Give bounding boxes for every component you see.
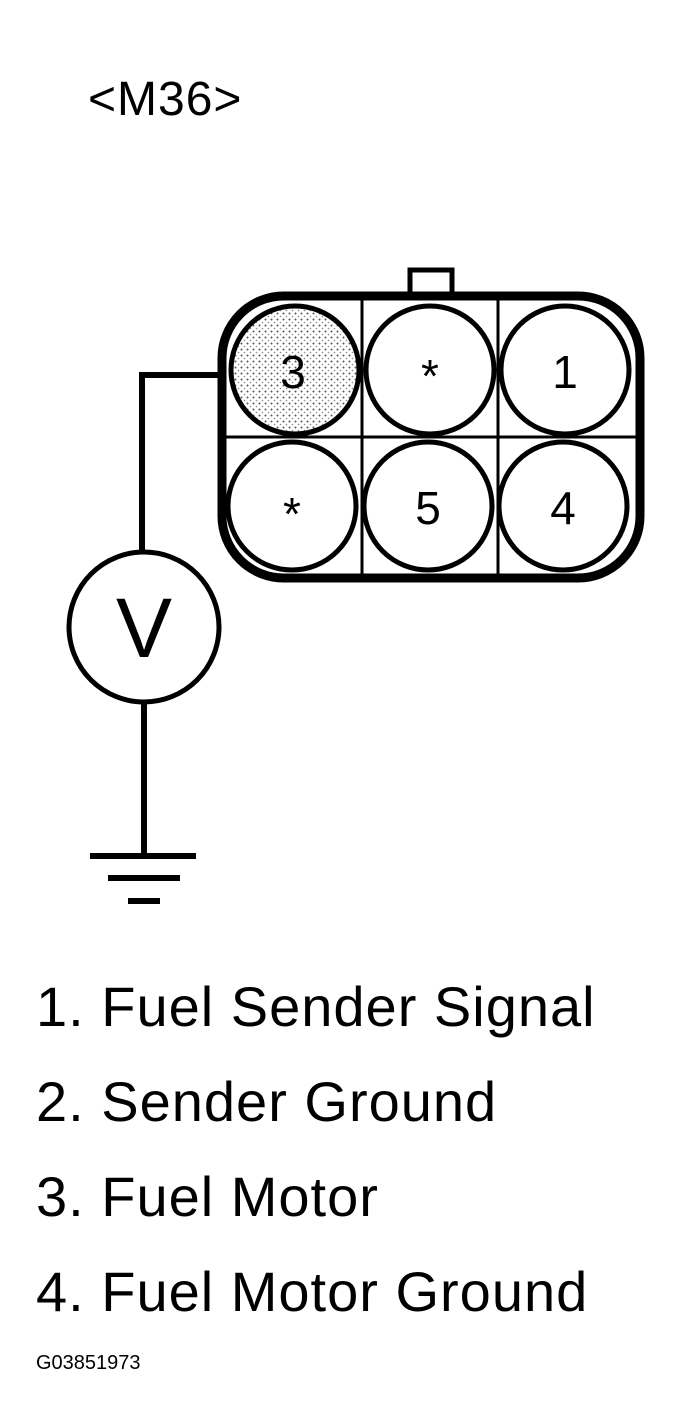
legend-item: 4. Fuel Motor Ground <box>36 1260 589 1323</box>
connector-title: <M36> <box>88 73 243 126</box>
legend-item: 3. Fuel Motor <box>36 1165 379 1228</box>
pin-cavity-3 <box>228 303 362 437</box>
pin-label: * <box>421 350 439 402</box>
ground-icon <box>90 853 196 904</box>
connector-diagram: 3 * 1 * 5 4 V <box>66 267 645 904</box>
pin-label: * <box>283 488 301 540</box>
pin-cavity-bottom-blank <box>225 439 359 573</box>
pin-legend: 1. Fuel Sender Signal 2. Sender Ground 3… <box>36 975 596 1355</box>
pin-cavity-top-blank <box>363 303 497 437</box>
legend-item: 1. Fuel Sender Signal <box>36 975 596 1038</box>
pin-label: 1 <box>552 346 578 398</box>
pin-label: 5 <box>415 482 441 534</box>
probe-wire <box>139 372 222 552</box>
legend-item: 2. Sender Ground <box>36 1070 498 1133</box>
figure-code: G03851973 <box>36 1352 141 1374</box>
connector-grid <box>226 300 636 574</box>
pin-cavity-4 <box>496 439 630 573</box>
pin-cavity-5 <box>361 439 495 573</box>
pin-label: 4 <box>550 482 576 534</box>
pin-cavity-1 <box>498 303 632 437</box>
pin-label: 3 <box>280 346 306 398</box>
voltmeter-label: V <box>116 581 172 675</box>
